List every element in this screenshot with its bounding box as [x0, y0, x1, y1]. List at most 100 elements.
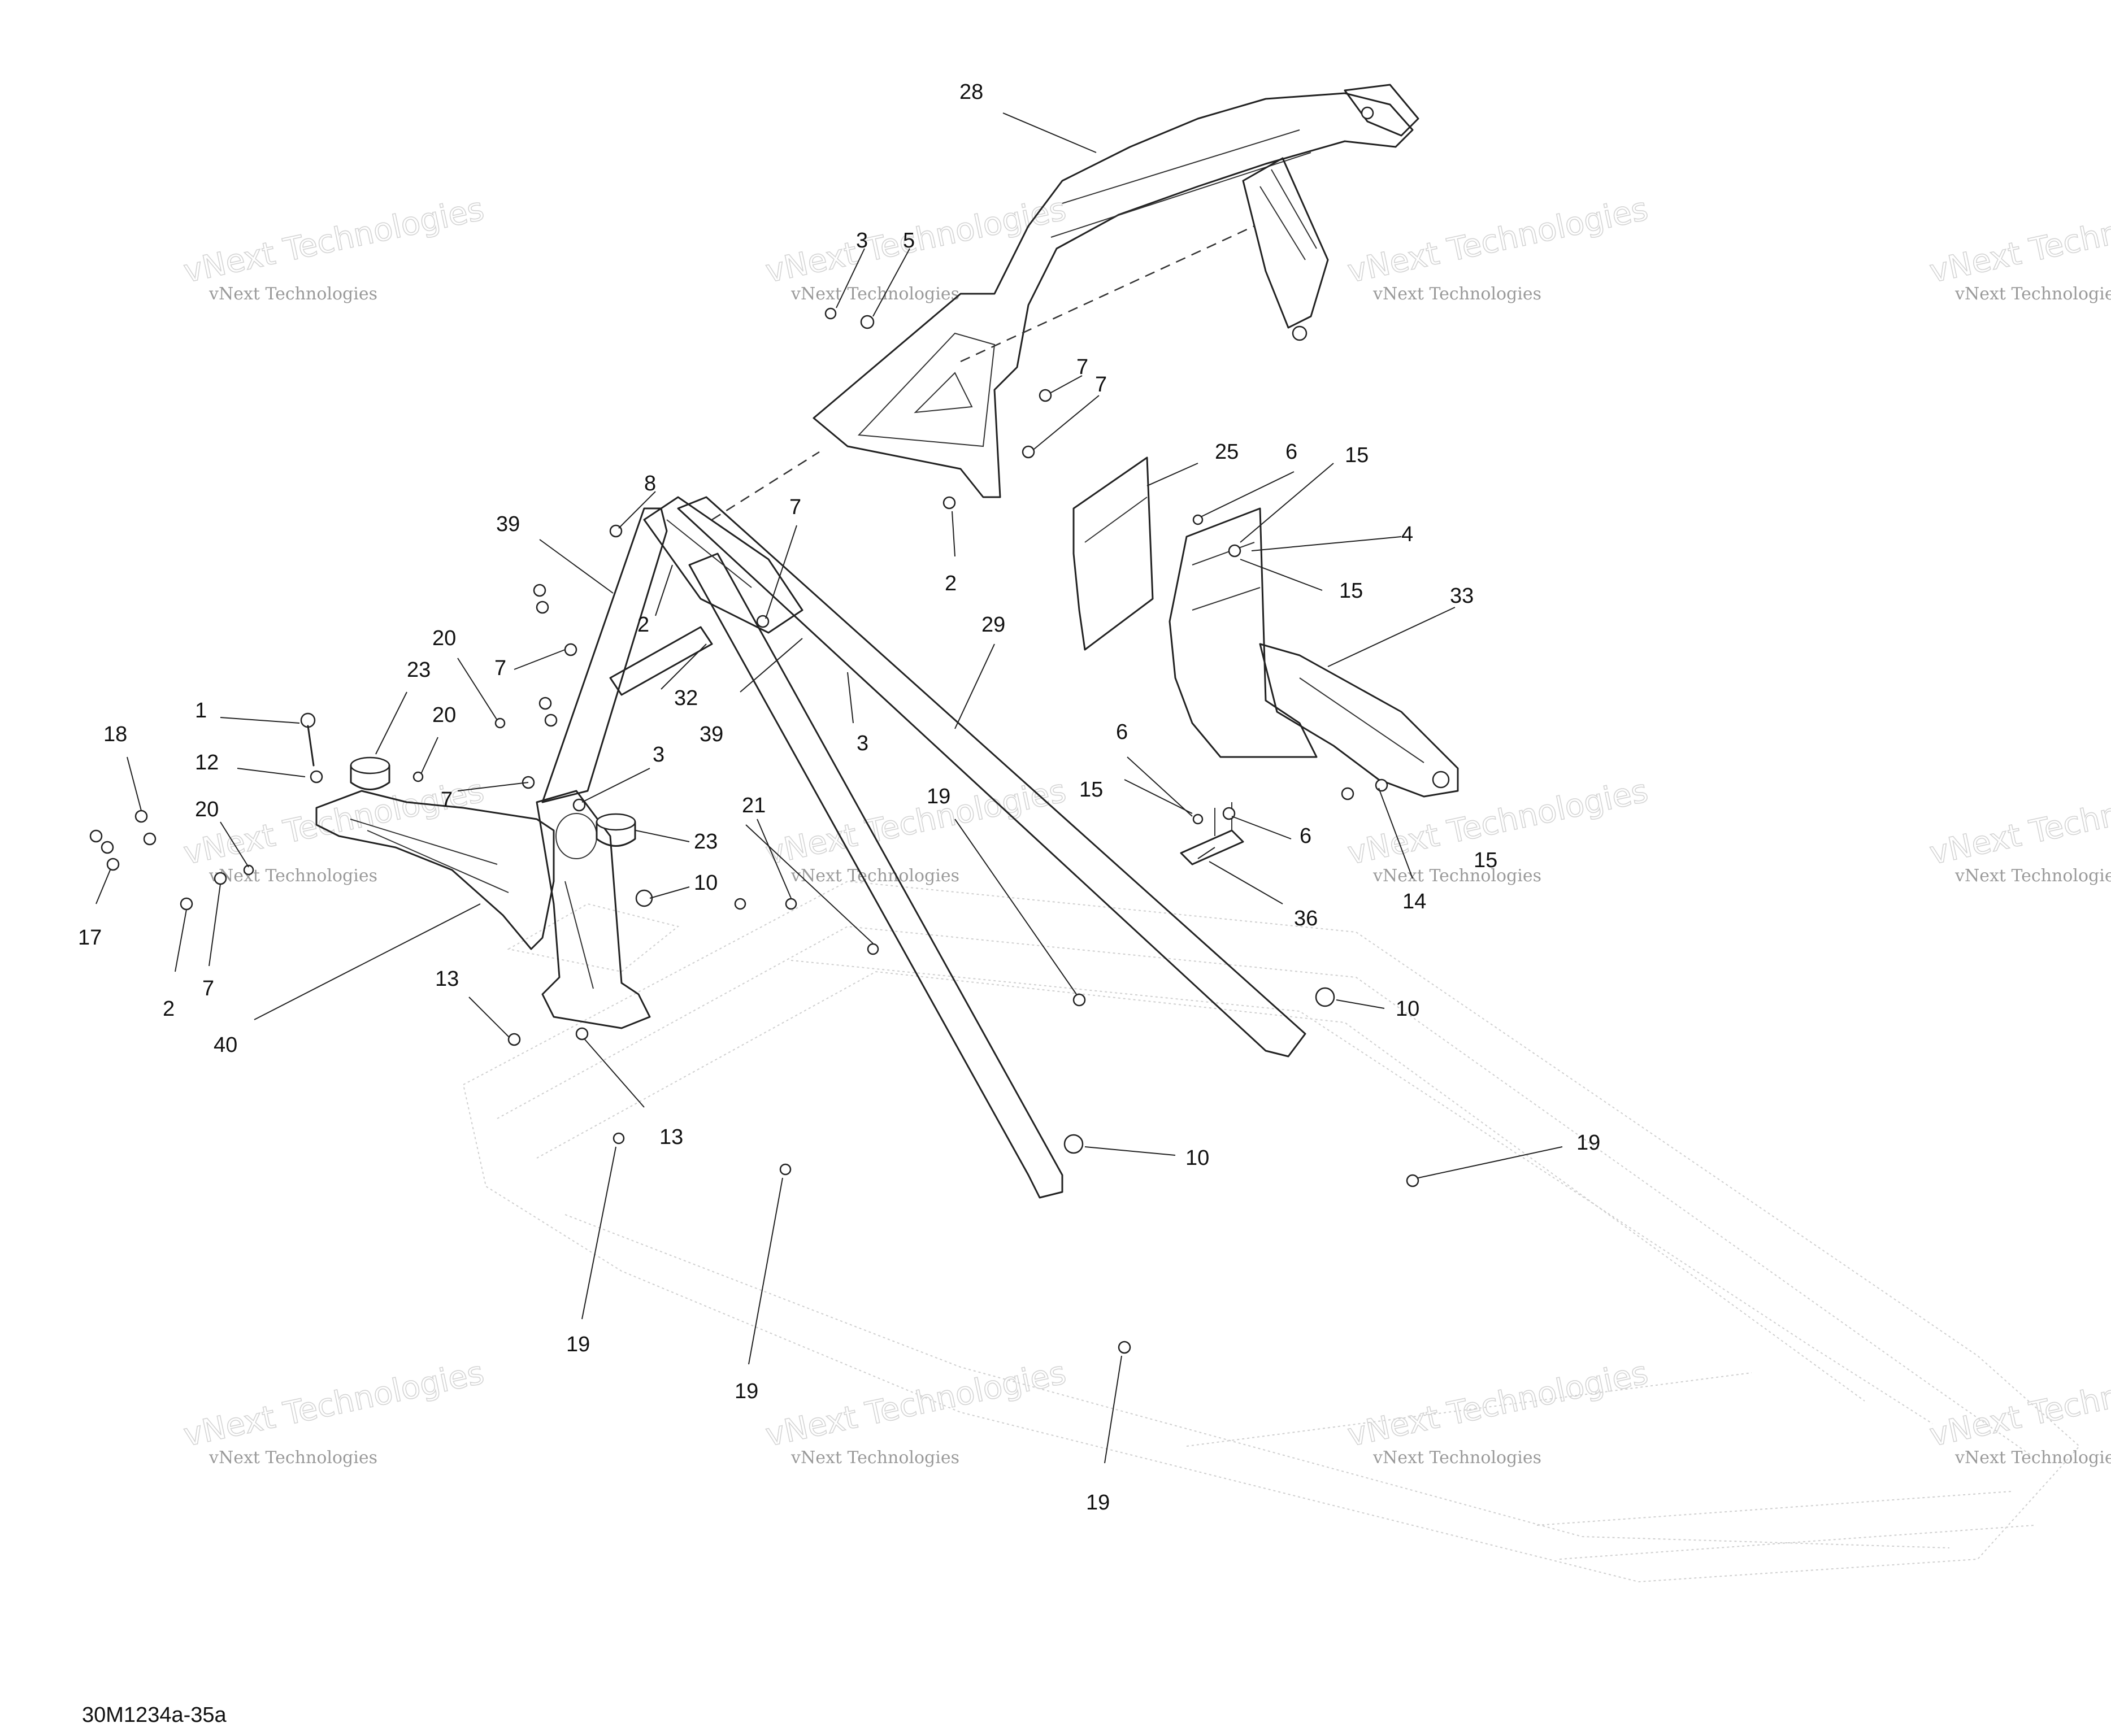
callout-20: 20 — [432, 703, 456, 727]
svg-text:vNext Technologies: vNext Technologies — [1372, 284, 1541, 304]
callout-7: 7 — [1076, 355, 1088, 379]
watermark: vNext Technologies vNext Technologies — [1344, 772, 1652, 886]
callout-29: 29 — [981, 613, 1005, 637]
svg-text:vNext Technologies: vNext Technologies — [1926, 191, 2111, 290]
svg-text:vNext Technologies: vNext Technologies — [762, 191, 1069, 290]
callout-28: 28 — [959, 80, 983, 104]
svg-text:vNext Technologies: vNext Technologies — [1372, 1448, 1541, 1468]
figure-code: 30M1234a-35a — [82, 1703, 227, 1727]
callout-15: 15 — [1339, 579, 1363, 603]
part-23-mounts — [350, 756, 636, 847]
part-25-plate — [1072, 456, 1154, 651]
svg-text:vNext Technologies: vNext Technologies — [1954, 284, 2111, 304]
callout-3: 3 — [857, 732, 868, 755]
callout-17: 17 — [78, 926, 102, 950]
callout-13: 13 — [659, 1125, 683, 1149]
callout-19: 19 — [1086, 1491, 1110, 1515]
callout-33: 33 — [1450, 584, 1474, 608]
watermark: vNext Technologies vNext Technologies — [762, 190, 1070, 304]
callout-6: 6 — [1285, 440, 1297, 464]
watermarks: vNext Technologies vNext Technologies vN… — [180, 190, 2111, 1468]
svg-text:vNext Technologies: vNext Technologies — [1344, 773, 1651, 872]
callout-3: 3 — [856, 229, 868, 253]
assembly-line — [960, 225, 1255, 363]
part-39-arm — [541, 507, 713, 803]
callout-14: 14 — [1402, 890, 1426, 913]
callout-21: 21 — [742, 794, 766, 817]
callout-18: 18 — [103, 723, 127, 746]
callout-19: 19 — [927, 785, 950, 808]
svg-text:vNext Technologies: vNext Technologies — [1926, 773, 2111, 872]
callout-2: 2 — [163, 997, 175, 1021]
callout-7: 7 — [202, 977, 214, 1000]
svg-text:vNext Technologies: vNext Technologies — [790, 1448, 959, 1468]
callout-10: 10 — [694, 871, 718, 895]
callout-3: 3 — [653, 743, 664, 767]
part-29-tie-rods — [643, 496, 1306, 1199]
callout-labels: 28 3 5 7 7 2 8 39 7 2 25 6 15 4 15 33 29… — [78, 80, 1600, 1515]
callout-23: 23 — [407, 658, 431, 682]
watermark: vNext Technologies vNext Technologies — [1344, 190, 1652, 304]
svg-text:vNext Technologies: vNext Technologies — [762, 1355, 1069, 1454]
ghost-chassis — [462, 880, 2080, 1583]
svg-text:vNext Technologies: vNext Technologies — [790, 284, 959, 304]
svg-text:vNext Technologies: vNext Technologies — [209, 1448, 377, 1468]
callout-20: 20 — [195, 798, 219, 821]
assembly-line — [711, 451, 820, 521]
svg-text:vNext Technologies: vNext Technologies — [1954, 866, 2111, 886]
callout-7: 7 — [494, 656, 506, 680]
svg-text:vNext Technologies: vNext Technologies — [180, 1355, 487, 1454]
svg-text:vNext Technologies: vNext Technologies — [790, 866, 959, 886]
leader-lines — [95, 112, 1563, 1464]
watermark: vNext Technologies vNext Technologies — [180, 190, 488, 304]
callout-6: 6 — [1116, 720, 1128, 744]
callout-40: 40 — [214, 1033, 237, 1057]
callout-1: 1 — [195, 699, 207, 723]
callout-7: 7 — [441, 788, 453, 812]
callout-13: 13 — [435, 967, 459, 991]
callout-10: 10 — [1396, 997, 1419, 1021]
callout-2: 2 — [637, 613, 649, 637]
callout-19: 19 — [735, 1380, 758, 1403]
svg-text:vNext Technologies: vNext Technologies — [762, 773, 1069, 872]
callout-36: 36 — [1294, 907, 1318, 930]
callout-2: 2 — [945, 572, 957, 595]
callout-39: 39 — [700, 723, 723, 746]
svg-text:vNext Technologies: vNext Technologies — [209, 284, 377, 304]
callout-20: 20 — [432, 626, 456, 650]
svg-text:vNext Technologies: vNext Technologies — [209, 866, 377, 886]
callout-39: 39 — [496, 512, 520, 536]
callout-19: 19 — [566, 1333, 590, 1356]
watermark: vNext Technologies vNext Technologies — [1926, 1354, 2111, 1468]
svg-text:vNext Technologies: vNext Technologies — [180, 191, 487, 290]
callout-10: 10 — [1185, 1146, 1209, 1170]
callout-32: 32 — [674, 686, 698, 710]
svg-text:vNext Technologies: vNext Technologies — [1344, 1355, 1651, 1454]
svg-text:vNext Technologies: vNext Technologies — [1954, 1448, 2111, 1468]
callout-7: 7 — [1095, 373, 1107, 397]
svg-text:vNext Technologies: vNext Technologies — [1926, 1355, 2111, 1454]
callout-7: 7 — [789, 495, 801, 519]
callout-19: 19 — [1576, 1131, 1600, 1155]
svg-text:vNext Technologies: vNext Technologies — [1344, 191, 1651, 290]
callout-8: 8 — [644, 472, 656, 495]
part-33-bracket — [1169, 507, 1459, 798]
watermark: vNext Technologies vNext Technologies — [1926, 772, 2111, 886]
part-28-upper-frame — [813, 84, 1419, 498]
callout-6: 6 — [1300, 824, 1311, 848]
watermark: vNext Technologies vNext Technologies — [1926, 190, 2111, 304]
watermark: vNext Technologies vNext Technologies — [180, 1354, 488, 1468]
callout-5: 5 — [903, 229, 915, 253]
callout-15: 15 — [1079, 778, 1103, 802]
callout-23: 23 — [694, 830, 718, 854]
hardware — [89, 307, 1419, 1354]
callout-12: 12 — [195, 751, 219, 775]
callout-4: 4 — [1401, 523, 1413, 546]
callout-15: 15 — [1345, 443, 1369, 467]
callout-25: 25 — [1215, 440, 1239, 464]
callout-15: 15 — [1474, 849, 1497, 872]
svg-text:vNext Technologies: vNext Technologies — [1372, 866, 1541, 886]
watermark: vNext Technologies vNext Technologies — [1344, 1354, 1652, 1468]
